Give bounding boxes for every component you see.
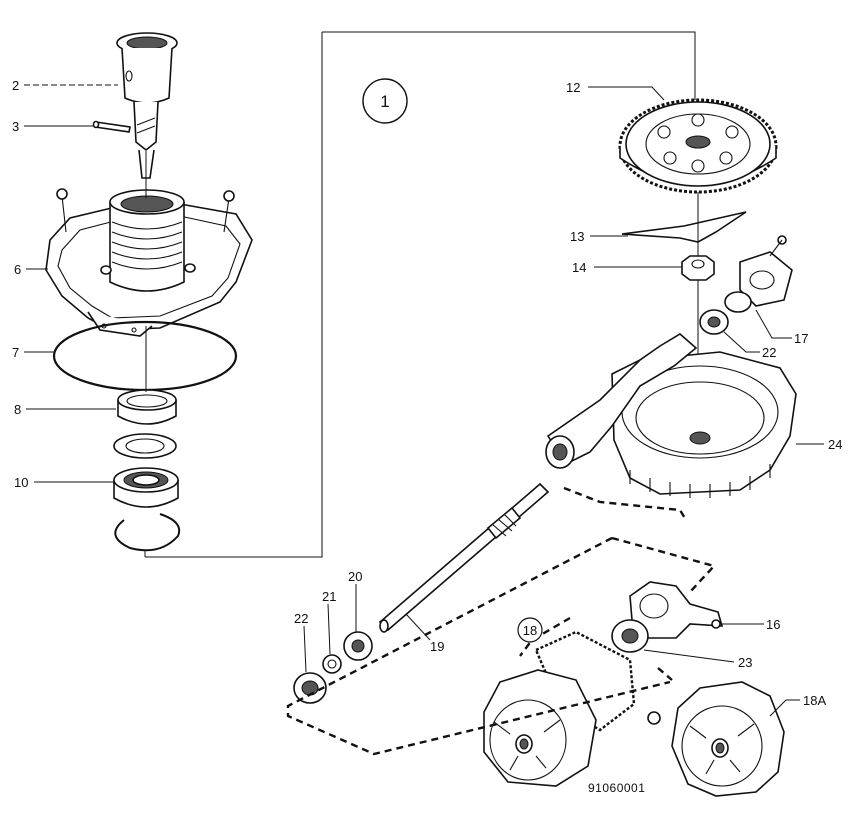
part-washer-21 bbox=[322, 654, 342, 674]
callout-21: 21 bbox=[322, 589, 336, 604]
part-seal-bearing-top bbox=[699, 309, 729, 335]
part-ball-bearing bbox=[113, 467, 179, 508]
callout-13: 13 bbox=[570, 229, 584, 244]
callout-12: 12 bbox=[566, 80, 580, 95]
group-marker-label: 1 bbox=[380, 92, 389, 111]
callout-2: 2 bbox=[12, 78, 19, 93]
callout-16: 16 bbox=[766, 617, 780, 632]
part-bearing-22-bottom bbox=[293, 672, 327, 704]
callout-22-bottom: 22 bbox=[294, 611, 308, 626]
part-bearing-cup bbox=[117, 389, 177, 425]
part-pin bbox=[92, 120, 131, 133]
callout-8: 8 bbox=[14, 402, 21, 417]
part-circlip bbox=[114, 513, 181, 552]
part-drive-shaft bbox=[378, 482, 550, 633]
callout-20: 20 bbox=[348, 569, 362, 584]
part-roller-18a bbox=[671, 681, 785, 797]
part-gearbox-housing bbox=[545, 333, 797, 498]
callout-17: 17 bbox=[794, 331, 808, 346]
group-marker: 1 bbox=[362, 78, 408, 124]
part-bearing-cover bbox=[724, 235, 793, 313]
part-bearing-20 bbox=[343, 631, 373, 661]
part-nut bbox=[681, 255, 715, 281]
callout-19: 19 bbox=[430, 639, 444, 654]
drawing-number: 91060001 bbox=[588, 781, 645, 795]
part-cover-plate bbox=[45, 188, 253, 337]
callout-23: 23 bbox=[738, 655, 752, 670]
group-bracket-lines bbox=[144, 31, 696, 558]
callout-24: 24 bbox=[828, 437, 842, 452]
part-sleeve bbox=[116, 32, 178, 179]
callout-14: 14 bbox=[572, 260, 586, 275]
part-washer bbox=[113, 433, 177, 459]
part-roller-18 bbox=[483, 630, 661, 787]
marker-18: 18 bbox=[517, 617, 543, 643]
callout-7: 7 bbox=[12, 345, 19, 360]
leader-lines bbox=[24, 84, 824, 717]
callout-10: 10 bbox=[14, 475, 28, 490]
callout-18: 18 bbox=[523, 623, 537, 638]
callout-3: 3 bbox=[12, 119, 19, 134]
callout-6: 6 bbox=[14, 262, 21, 277]
callout-18a: 18A bbox=[803, 693, 826, 708]
part-spur-gear bbox=[618, 98, 778, 194]
part-hub-23 bbox=[611, 619, 649, 653]
part-blade bbox=[621, 211, 747, 243]
dashed-assembly-lines bbox=[286, 486, 717, 756]
callout-22-top: 22 bbox=[762, 345, 776, 360]
